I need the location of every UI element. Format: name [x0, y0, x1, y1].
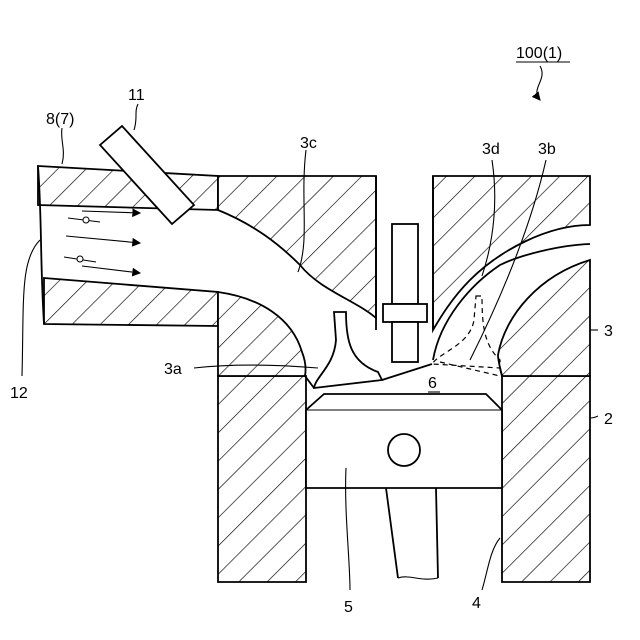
label-intake-system: 8(7)	[46, 111, 74, 128]
spark-plug-body	[392, 224, 418, 304]
cylinder-head-lower-left	[218, 292, 306, 376]
label-intake-valve-seat: 3a	[164, 361, 182, 378]
cylinder-head-lower-right	[498, 260, 590, 376]
intake-valve	[314, 312, 382, 388]
label-piston: 5	[344, 599, 353, 616]
label-intake-port: 3c	[300, 135, 317, 152]
spark-plug-collar	[383, 304, 427, 322]
cylinder-block-left-wall	[218, 376, 306, 582]
spark-plug-tip	[392, 322, 418, 362]
label-cylinder-head: 3	[604, 323, 613, 340]
airflow-arrows	[64, 211, 140, 273]
connecting-rod	[386, 488, 438, 578]
connecting-rod-break	[398, 577, 438, 579]
label-exhaust-port: 3d	[482, 141, 500, 158]
label-assembly: 100(1)	[516, 45, 562, 62]
cylinder-block-right-wall	[502, 376, 590, 582]
exhaust-valve-face	[440, 362, 500, 376]
label-airflow: 12	[10, 385, 28, 402]
label-cylinder-block: 2	[604, 411, 613, 428]
label-exhaust-valve-seat: 3b	[538, 141, 556, 158]
label-combustion-chamber: 6	[428, 375, 437, 392]
intake-pipe-lower-wall	[44, 278, 218, 326]
label-connecting-rod: 4	[472, 595, 481, 612]
piston-pin	[388, 434, 420, 466]
label-injector: 11	[128, 87, 145, 104]
